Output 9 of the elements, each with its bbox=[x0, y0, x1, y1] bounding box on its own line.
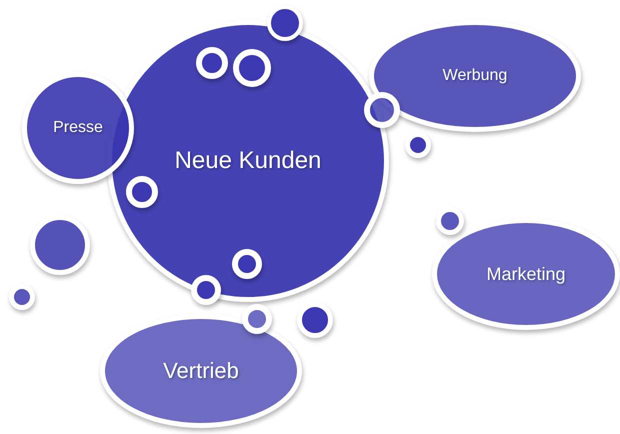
bubble-label: Vertrieb bbox=[163, 358, 239, 384]
small-bubble bbox=[196, 47, 228, 79]
small-bubble bbox=[232, 249, 262, 279]
bubble-label: Werbung bbox=[442, 66, 508, 86]
bubble-label: Neue Kunden bbox=[174, 147, 322, 175]
small-bubble bbox=[126, 176, 158, 208]
bubble-label: Marketing bbox=[486, 264, 566, 284]
small-bubble bbox=[233, 49, 271, 87]
bubble-label: Presse bbox=[53, 118, 103, 138]
